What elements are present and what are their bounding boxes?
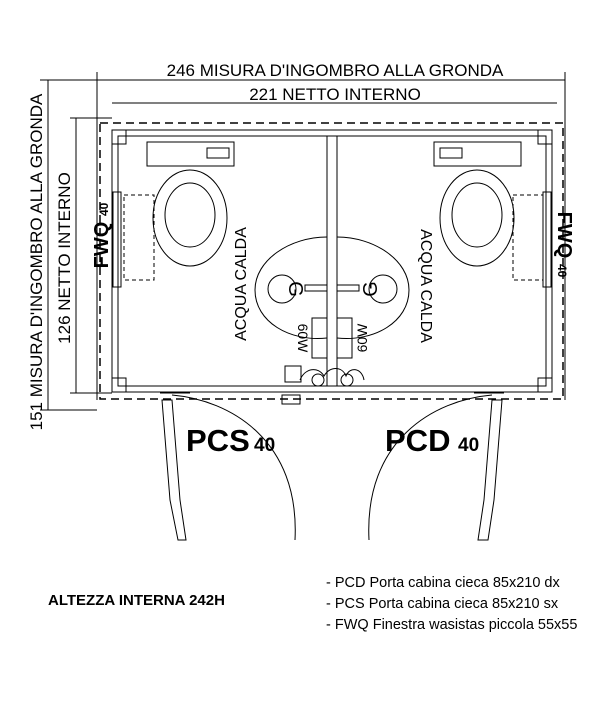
outer-width-label: 246 MISURA D'INGOMBRO ALLA GRONDA	[167, 61, 504, 80]
right-window	[542, 191, 552, 288]
legend: - PCD Porta cabina cieca 85x210 dx - PCS…	[326, 573, 577, 636]
right-toilet-bowl	[439, 169, 515, 267]
legend-item: - FWQ Finestra wasistas piccola 55x55	[326, 617, 578, 633]
left-window	[112, 191, 122, 288]
right-door-size: 40	[458, 435, 479, 456]
left-service-box	[284, 365, 302, 383]
dimension-lines	[40, 72, 566, 411]
left-door-size: 40	[254, 435, 275, 456]
right-door-label: PCD 40	[385, 423, 479, 458]
right-door-swing	[368, 394, 493, 541]
right-radiator	[336, 317, 353, 359]
left-window-code: FWQ	[91, 222, 113, 269]
left-heater-letter: G	[284, 281, 306, 297]
right-hot-water-label: ACQUA CALDA	[417, 229, 434, 343]
left-hot-water-label: ACQUA CALDA	[233, 227, 250, 341]
left-radiator	[311, 317, 328, 359]
left-room	[112, 141, 328, 541]
left-sink-area	[123, 194, 155, 281]
interior-height-note: ALTEZZA INTERNA 242H	[48, 592, 225, 609]
right-door-code: PCD	[385, 423, 450, 458]
left-door-label: PCS 40	[186, 423, 275, 458]
left-heater-rating: 60W	[295, 324, 311, 354]
legend-item: - PCD Porta cabina cieca 85x210 dx	[326, 575, 560, 591]
walls	[111, 129, 553, 393]
outer-outline	[99, 122, 564, 400]
right-window-size: 40	[555, 264, 569, 278]
left-door-swing	[171, 394, 296, 541]
service-valves	[299, 368, 365, 381]
right-window-code: FWQ	[553, 212, 575, 259]
right-cistern	[433, 141, 522, 167]
right-heater-rating: 60W	[354, 323, 370, 353]
left-cistern	[146, 141, 235, 167]
inner-width-label: 221 NETTO INTERNO	[249, 85, 421, 104]
right-water-heater	[336, 236, 410, 340]
left-toilet-bowl	[152, 169, 228, 267]
left-window-size: 40	[97, 202, 111, 216]
legend-item: - PCS Porta cabina cieca 85x210 sx	[326, 596, 559, 612]
right-heater-letter: G	[360, 281, 382, 297]
inner-depth-label: 126 NETTO INTERNO	[55, 172, 74, 344]
right-sink-area	[512, 194, 544, 281]
outer-depth-label: 151 MISURA D'INGOMBRO ALLA GRONDA	[27, 93, 46, 430]
left-window-label: FWQ 40	[91, 202, 113, 268]
right-window-label: FWQ 40	[553, 212, 575, 278]
left-door-code: PCS	[186, 423, 250, 458]
left-water-heater	[254, 236, 328, 340]
right-room	[299, 141, 552, 541]
